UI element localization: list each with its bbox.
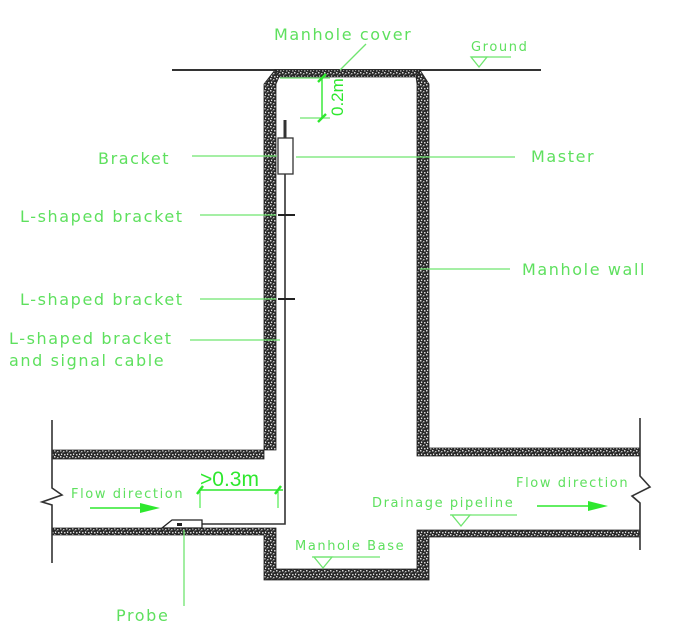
label-manhole-wall: Manhole wall xyxy=(522,260,646,279)
label-flow-direction-right: Flow direction xyxy=(516,476,629,491)
label-probe: Probe xyxy=(116,606,169,625)
left-pipe-break xyxy=(39,420,64,563)
label-l-shaped-bracket-cable-1: L-shaped bracket xyxy=(9,329,173,348)
label-master: Master xyxy=(531,147,595,166)
flow-arrow-left-icon xyxy=(140,503,160,513)
label-bracket: Bracket xyxy=(98,149,170,168)
pipe-bottom-left-wall xyxy=(51,527,641,581)
label-l-shaped-bracket-lower: L-shaped bracket xyxy=(20,290,184,309)
dimension-0-2m: 0.2m xyxy=(328,78,347,116)
manhole-left-wall xyxy=(51,69,280,460)
probe-sensor xyxy=(177,523,182,526)
master-unit[interactable] xyxy=(277,137,294,175)
label-manhole-base: Manhole Base xyxy=(295,539,405,554)
label-l-shaped-bracket-cable-2: and signal cable xyxy=(9,351,165,370)
pipeline-level-symbol xyxy=(450,514,472,528)
ground-level-symbol xyxy=(469,56,489,69)
label-drainage-pipeline: Drainage pipeline xyxy=(372,496,514,511)
right-pipe-break xyxy=(630,418,652,550)
manhole-cover-slab xyxy=(274,69,421,78)
dimension-0-3m: >0.3m xyxy=(200,468,259,491)
label-manhole-cover: Manhole cover xyxy=(274,25,412,44)
signal-cable xyxy=(202,174,286,525)
label-flow-direction-left: Flow direction xyxy=(71,487,184,502)
label-l-shaped-bracket-upper: L-shaped bracket xyxy=(20,207,184,226)
base-level-symbol xyxy=(312,556,334,570)
flow-arrow-right-icon xyxy=(588,501,608,511)
label-ground: Ground xyxy=(471,40,528,55)
